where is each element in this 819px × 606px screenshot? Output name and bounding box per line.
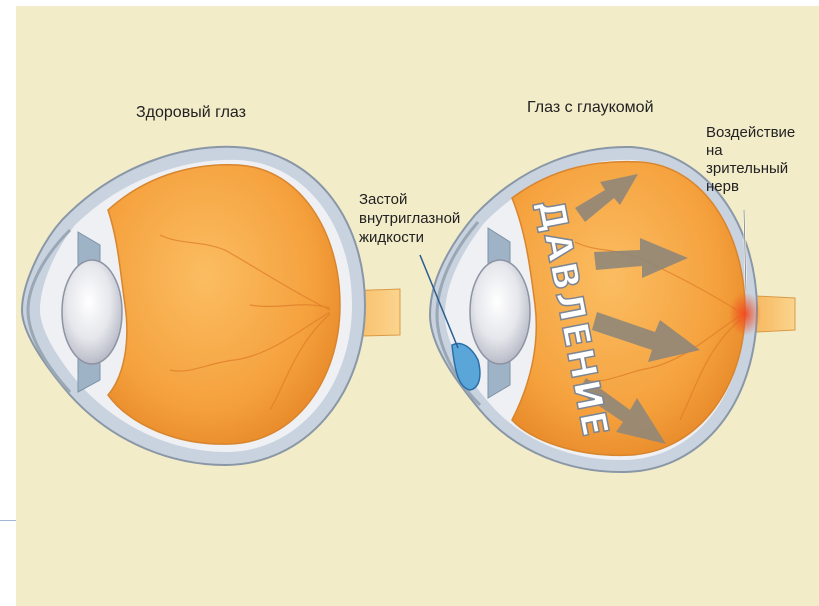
glaucoma-lens: [470, 260, 530, 364]
nerve-effect-label: Воздействие на зрительный нерв: [706, 124, 795, 196]
nerve-damage-glow: [729, 292, 761, 336]
healthy-eye: [22, 147, 400, 465]
fluid-stasis-label: Застой внутриглазной жидкости: [359, 190, 460, 247]
healthy-lens: [62, 260, 122, 364]
glaucoma-eye-title: Глаз с глаукомой: [527, 98, 654, 117]
healthy-eye-title: Здоровый глаз: [136, 103, 246, 122]
